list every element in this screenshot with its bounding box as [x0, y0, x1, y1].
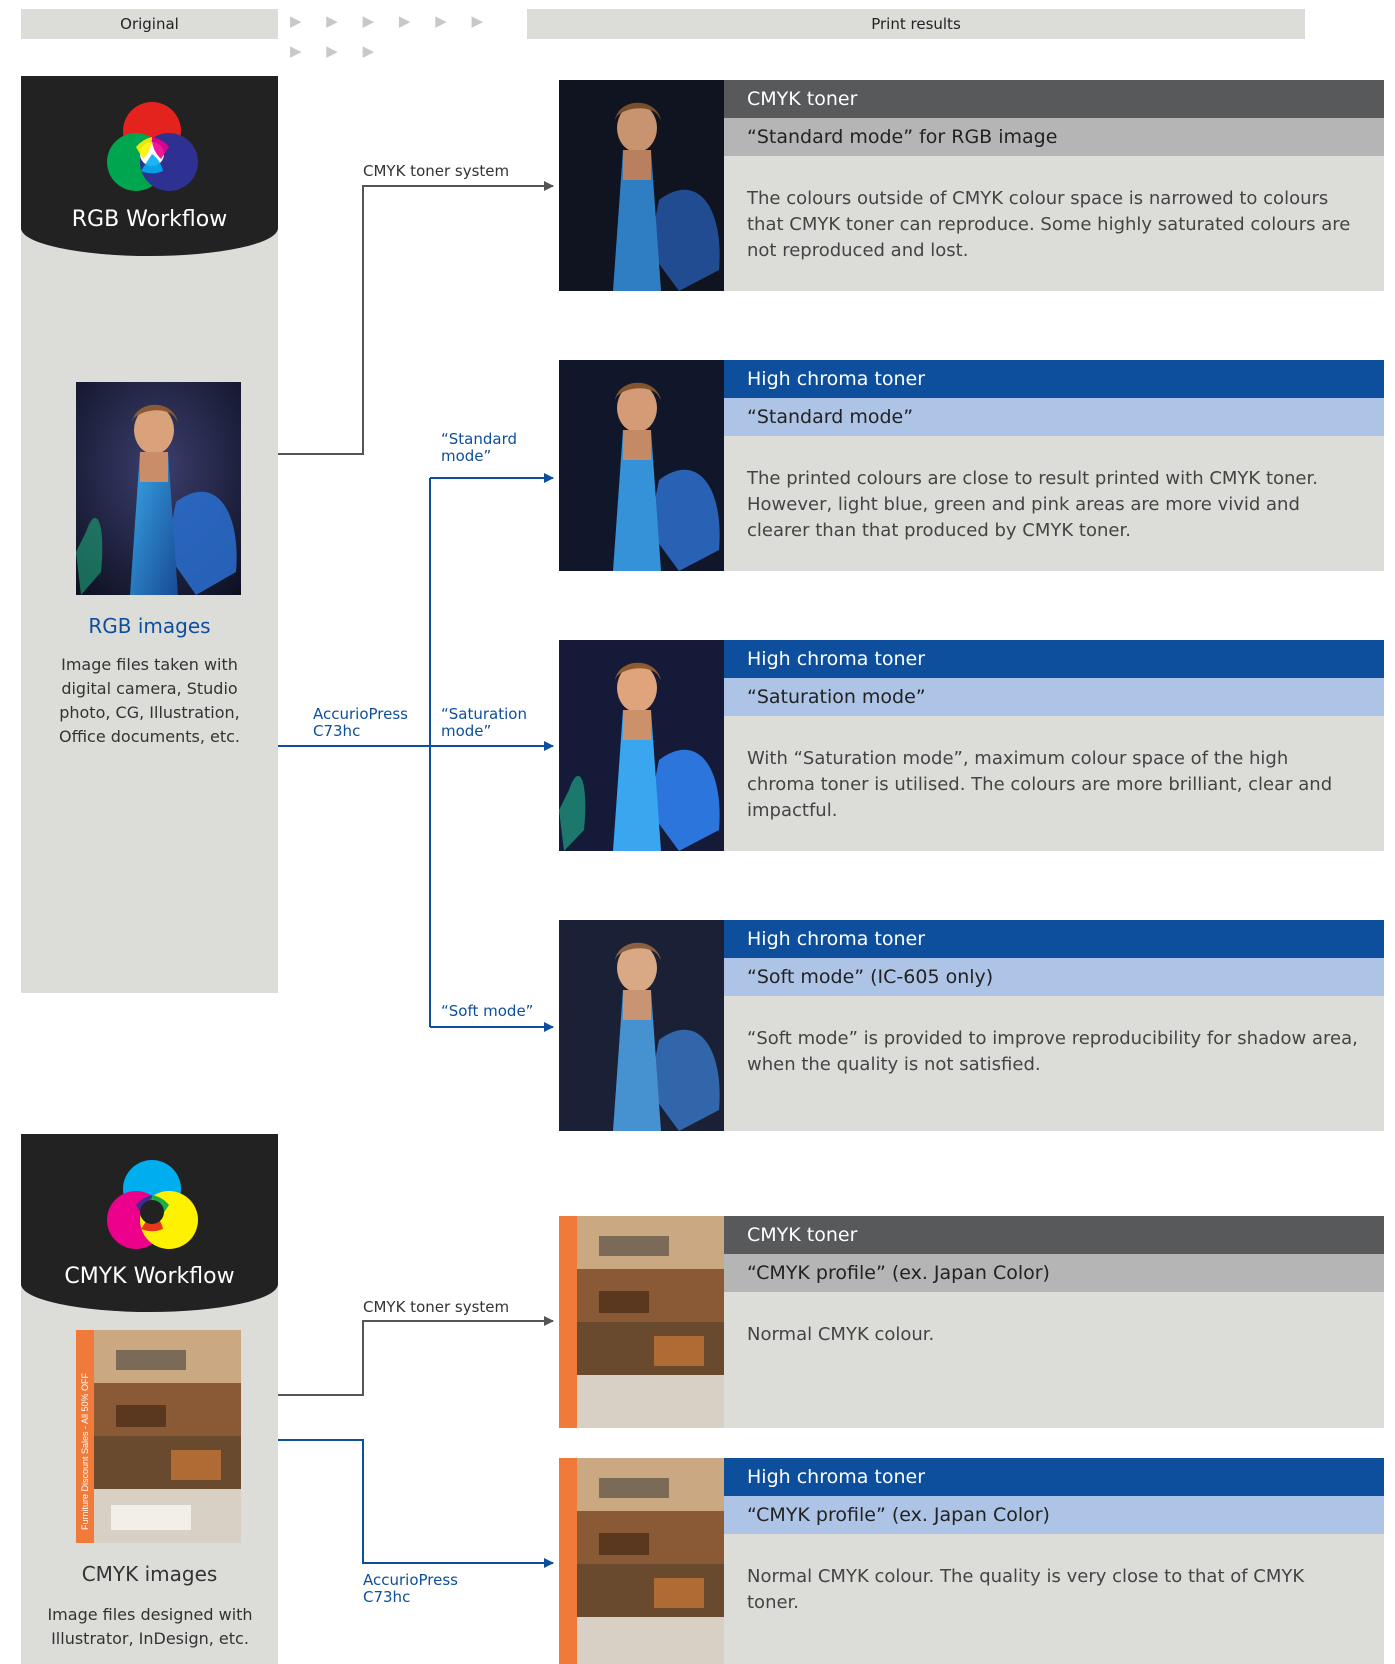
rgb-images-desc: Image files taken with digital camera, S… [58, 655, 241, 746]
cmyk-hc-connector [278, 1439, 554, 1568]
rgb-cmyk-system-label: CMYK toner system [363, 162, 510, 180]
furniture-flyer-icon: Furniture Discount Sales - All 50% OFF [76, 1330, 241, 1543]
original-header: Original [21, 9, 278, 39]
result-panel-rgb-2: High chroma toner “Standard mode” The pr… [724, 360, 1384, 571]
result-description: Normal CMYK colour. [747, 1324, 935, 1345]
result-toner-title: High chroma toner [724, 640, 1384, 678]
furniture-flyer-icon [559, 1458, 724, 1664]
rgb-images-title: RGB images [88, 614, 211, 638]
cmyk-cmyk-system-label: CMYK toner system [363, 1298, 510, 1316]
result-description: “Soft mode” is provided to improve repro… [747, 1028, 1358, 1075]
portrait-photo-icon [559, 640, 724, 851]
result-description: Normal CMYK colour. The quality is very … [747, 1566, 1305, 1613]
result-image [559, 360, 724, 571]
rgb-accuriopress-label: AccurioPress C73hc [313, 705, 408, 740]
cmyk-images-title: CMYK images [81, 1562, 218, 1586]
mode-standard-label: “Standard mode” [441, 430, 518, 465]
result-panel-rgb-1: CMYK toner “Standard mode” for RGB image… [724, 80, 1384, 291]
rgb-workflow-title: RGB Workflow [71, 207, 228, 232]
result-panel-rgb-3: High chroma toner “Saturation mode” With… [724, 640, 1384, 851]
furniture-flyer-icon [559, 1216, 724, 1428]
result-mode-title: “Standard mode” [724, 398, 1384, 436]
cmyk-workflow-title: CMYK Workflow [64, 1264, 235, 1289]
result-toner-title: CMYK toner [724, 1216, 1384, 1254]
rgb-circles-icon [107, 102, 198, 191]
result-toner-title: High chroma toner [724, 920, 1384, 958]
cmyk-accuriopress-label: AccurioPress C73hc [363, 1571, 458, 1606]
result-toner-title: CMYK toner [724, 80, 1384, 118]
result-panel-rgb-4: High chroma toner “Soft mode” (IC-605 on… [724, 920, 1384, 1131]
cmyk-images-desc: Image files designed with Illustrator, I… [47, 1605, 253, 1648]
flyer-vertical-text: Furniture Discount Sales - All 50% OFF [80, 1372, 90, 1530]
result-mode-title: “Soft mode” (IC-605 only) [724, 958, 1384, 996]
result-description: The colours outside of CMYK colour space… [747, 188, 1351, 261]
result-image [559, 640, 724, 851]
cmyk-cmyk-connector [278, 1316, 554, 1396]
result-mode-title: “CMYK profile” (ex. Japan Color) [724, 1254, 1384, 1292]
result-mode-title: “Saturation mode” [724, 678, 1384, 716]
rgb-sample-image [76, 382, 241, 595]
cmyk-sample-image: Furniture Discount Sales - All 50% OFF [76, 1330, 241, 1543]
cmyk-workflow-banner: CMYK Workflow [21, 1134, 278, 1312]
result-image [559, 80, 724, 291]
result-image [559, 1458, 724, 1664]
result-panel-cmyk-2: High chroma toner “CMYK profile” (ex. Ja… [724, 1458, 1384, 1664]
rgb-cmyk-connector [278, 181, 554, 455]
result-mode-title: “CMYK profile” (ex. Japan Color) [724, 1496, 1384, 1534]
result-image [559, 920, 724, 1131]
arrow-row-icon: ▶ ▶ ▶ ▶ ▶ ▶ ▶ ▶ ▶ [290, 12, 494, 60]
portrait-photo-icon [76, 382, 241, 595]
portrait-photo-icon [559, 80, 724, 291]
result-toner-title: High chroma toner [724, 1458, 1384, 1496]
print-results-header: Print results [527, 9, 1305, 39]
result-description: With “Saturation mode”, maximum colour s… [747, 748, 1333, 821]
portrait-photo-icon [559, 920, 724, 1131]
result-description: The printed colours are close to result … [747, 468, 1318, 541]
result-toner-title: High chroma toner [724, 360, 1384, 398]
cmyk-circles-icon [107, 1160, 198, 1249]
result-panel-cmyk-1: CMYK toner “CMYK profile” (ex. Japan Col… [724, 1216, 1384, 1428]
portrait-photo-icon [559, 360, 724, 571]
mode-soft-label: “Soft mode” [441, 1002, 534, 1020]
mode-saturation-label: “Saturation mode” [441, 705, 527, 740]
result-image [559, 1216, 724, 1428]
result-mode-title: “Standard mode” for RGB image [724, 118, 1384, 156]
rgb-workflow-banner: RGB Workflow [21, 76, 278, 256]
